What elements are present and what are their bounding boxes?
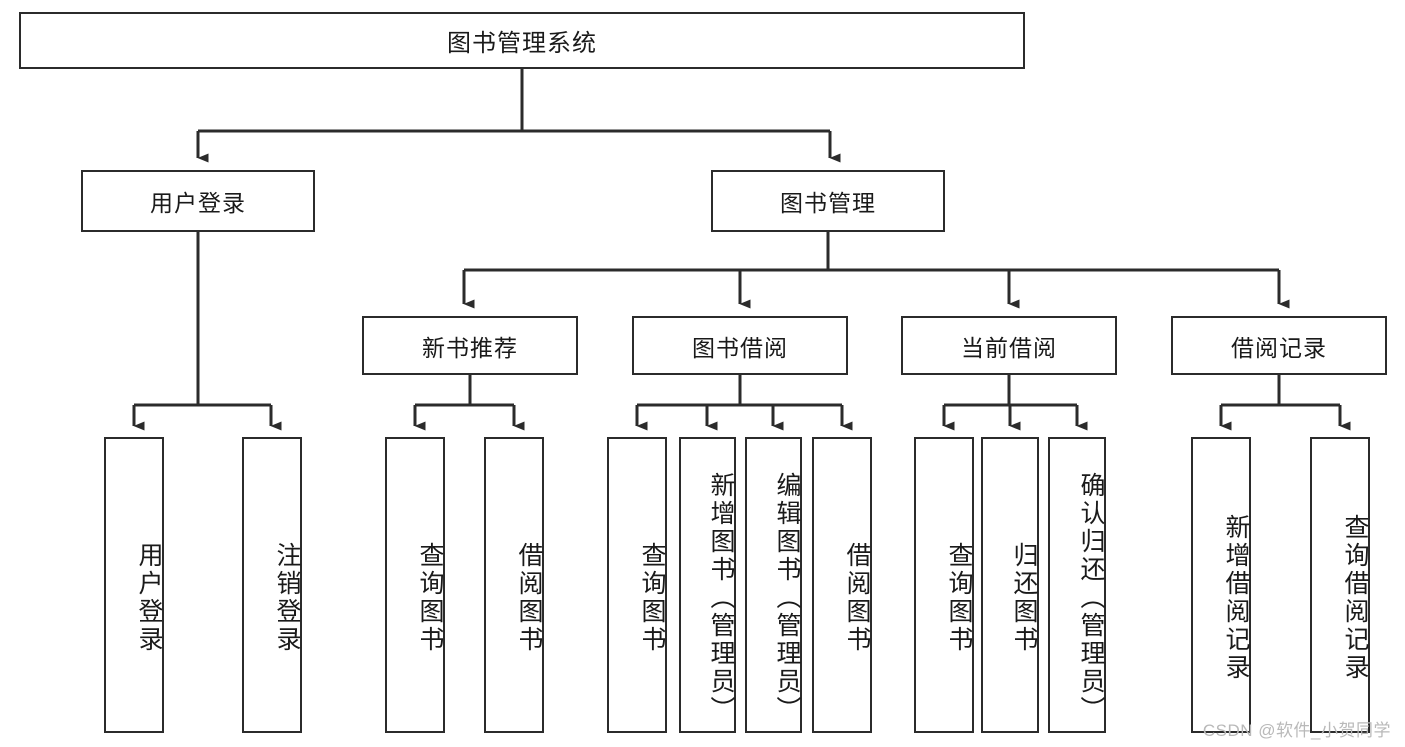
leaf-recommend-borrow-book[interactable]: 借阅图书 [484,437,544,733]
node-label: 图书借阅 [692,334,788,361]
node-book-borrow[interactable]: 图书借阅 [632,316,848,375]
leaf-current-confirm-return-admin[interactable]: 确认归还（管理员） [1048,437,1106,733]
leaf-recommend-query-book[interactable]: 查询图书 [385,437,445,733]
node-label: 查询借阅记录 [1341,514,1369,682]
node-label: 用户登录 [135,542,163,654]
node-label: 借阅记录 [1231,334,1327,361]
node-label: 借阅图书 [515,542,543,654]
leaf-current-query-book[interactable]: 查询图书 [914,437,974,733]
node-label: 新增借阅记录 [1222,514,1250,682]
node-label: 查询图书 [945,542,973,654]
node-label: 用户登录 [150,190,246,216]
node-label: 新增图书（管理员） [707,472,735,724]
node-user-login[interactable]: 用户登录 [81,170,315,232]
node-label: 图书管理 [780,190,876,216]
node-label: 查询图书 [416,542,444,654]
csdn-watermark: CSDN @软件_小贺同学 [1202,721,1391,740]
node-current-borrow[interactable]: 当前借阅 [901,316,1117,375]
leaf-record-query-record[interactable]: 查询借阅记录 [1310,437,1370,733]
node-label: 图书管理系统 [447,30,597,57]
leaf-borrow-add-book-admin[interactable]: 新增图书（管理员） [679,437,736,733]
node-label: 注销登录 [273,542,301,654]
node-label: 当前借阅 [961,334,1057,361]
node-label: 借阅图书 [843,542,871,654]
node-label: 确认归还（管理员） [1077,472,1105,724]
node-label: 新书推荐 [422,334,518,361]
leaf-borrow-borrow-book[interactable]: 借阅图书 [812,437,872,733]
leaf-current-return-book[interactable]: 归还图书 [981,437,1039,733]
leaf-borrow-edit-book-admin[interactable]: 编辑图书（管理员） [745,437,802,733]
node-borrow-record[interactable]: 借阅记录 [1171,316,1387,375]
leaf-user-login-login[interactable]: 用户登录 [104,437,164,733]
leaf-record-add-record[interactable]: 新增借阅记录 [1191,437,1251,733]
node-book-management[interactable]: 图书管理 [711,170,945,232]
node-label: 归还图书 [1010,542,1038,654]
node-label: 编辑图书（管理员） [773,472,801,724]
node-label: 查询图书 [638,542,666,654]
leaf-user-login-logout[interactable]: 注销登录 [242,437,302,733]
node-new-book-recommend[interactable]: 新书推荐 [362,316,578,375]
leaf-borrow-query-book[interactable]: 查询图书 [607,437,667,733]
node-root-book-management-system[interactable]: 图书管理系统 [19,12,1025,69]
